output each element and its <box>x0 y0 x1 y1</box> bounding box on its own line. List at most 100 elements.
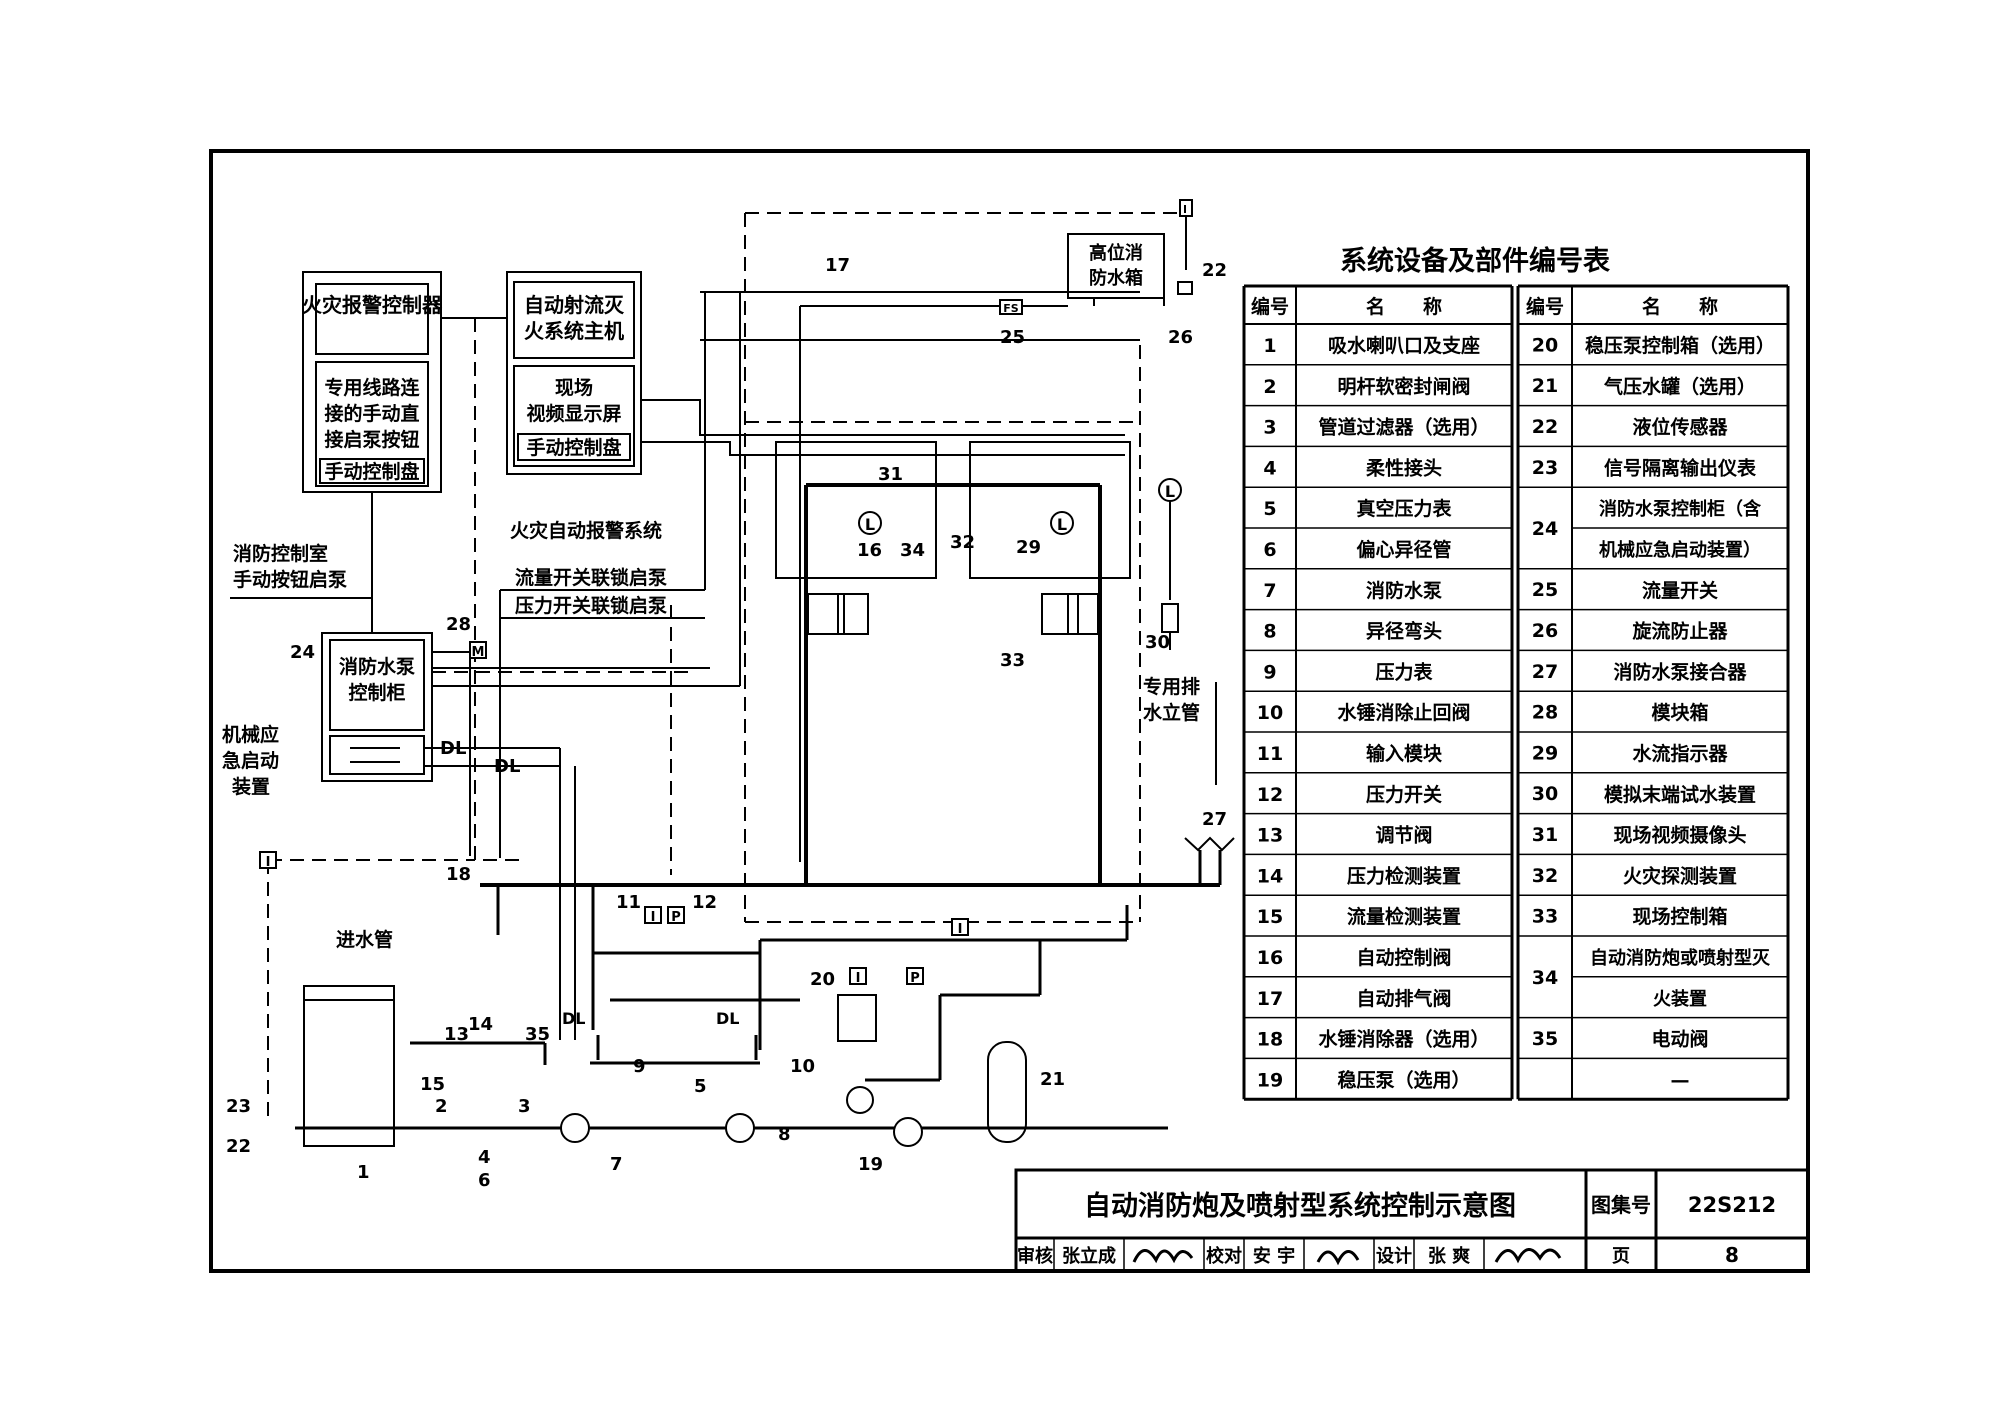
legend-left-no-9: 9 <box>1263 661 1276 683</box>
legend-left-name-18: 水锤消除器（选用） <box>1318 1028 1489 1051</box>
callouts: 1 2 3 4 5 6 7 8 9 10 11 12 13 14 15 16 1… <box>226 255 1227 1191</box>
legend-right-name-27: 消防水泵接合器 <box>1613 660 1747 683</box>
review-label: 审核 <box>1017 1245 1053 1267</box>
callout-30: 30 <box>1145 632 1170 653</box>
manual-button-line1: 专用线路连 <box>324 376 420 399</box>
manual-panel-right: 手动控制盘 <box>526 436 621 459</box>
legend-left-no-15: 15 <box>1257 906 1283 928</box>
legend-right-name-23: 信号隔离输出仪表 <box>1604 456 1757 479</box>
atlas-number: 22S212 <box>1688 1193 1776 1217</box>
legend-right-no-34: 34 <box>1532 967 1558 989</box>
legend-right-no-20: 20 <box>1532 334 1558 356</box>
pressure-switch-start-label: 压力开关联锁启泵 <box>515 594 667 617</box>
checker-signature <box>1316 1250 1360 1266</box>
callout-27: 27 <box>1202 809 1227 830</box>
fire-alarm-controller-label: 火灾报警控制器 <box>302 293 443 317</box>
legend-left-name-10: 水锤消除止回阀 <box>1337 701 1470 724</box>
callout-1: 1 <box>357 1162 370 1183</box>
callout-3: 3 <box>518 1096 531 1117</box>
legend-left-name-19: 稳压泵（选用） <box>1337 1068 1470 1091</box>
flow-switch-start-label: 流量开关联锁启泵 <box>515 566 667 589</box>
legend-left-no-2: 2 <box>1263 376 1276 398</box>
callout-28: 28 <box>446 614 471 635</box>
high-tank-line1: 高位消 <box>1089 242 1143 264</box>
legend-right-no-23: 23 <box>1532 457 1558 479</box>
callout-31: 31 <box>878 464 903 485</box>
pump-cabinet-line2: 控制柜 <box>348 681 405 704</box>
auto-host-line2: 火系统主机 <box>524 319 624 343</box>
callout-14: 14 <box>468 1014 493 1035</box>
legend-left-name-4: 柔性接头 <box>1366 456 1442 479</box>
instrument-tags <box>259 641 969 985</box>
suction-tank <box>303 985 395 1147</box>
legend-header-no-right: 编号 <box>1526 295 1564 318</box>
pump-adapter-symbol <box>1184 836 1235 852</box>
legend-right-no-33: 33 <box>1532 906 1558 928</box>
legend-left-name-8: 异径弯头 <box>1366 620 1442 643</box>
legend-right-name-33: 现场控制箱 <box>1632 905 1727 928</box>
legend-left-no-5: 5 <box>1263 498 1276 520</box>
check-label: 校对 <box>1206 1245 1242 1267</box>
callout-23: 23 <box>226 1096 251 1117</box>
callout-22-top: 22 <box>1202 260 1227 281</box>
control-wiring <box>230 291 1140 1040</box>
legend-left-no-16: 16 <box>1257 947 1283 969</box>
legend-left-no-4: 4 <box>1263 457 1276 479</box>
legend-left-name-7: 消防水泵 <box>1366 579 1442 602</box>
title-block-inner <box>1053 1238 1485 1271</box>
legend-left-name-12: 压力开关 <box>1366 783 1442 806</box>
callout-4: 4 <box>478 1147 491 1168</box>
legend-left-no-8: 8 <box>1263 621 1276 643</box>
callout-11: 11 <box>616 892 641 913</box>
pump-piping <box>295 885 1168 1130</box>
legend-left-no-10: 10 <box>1257 702 1283 724</box>
jockey-pressure-tag-p: P <box>910 971 920 986</box>
drain-riser-line1: 专用排 <box>1143 675 1200 698</box>
legend-left-no-14: 14 <box>1257 865 1283 887</box>
monitor-risers <box>480 483 1220 887</box>
manual-panel-left: 手动控制盘 <box>324 460 419 483</box>
legend-header-no-left: 编号 <box>1251 295 1289 318</box>
fire-auto-alarm-label: 火灾自动报警系统 <box>510 519 662 542</box>
legend-left-no-17: 17 <box>1257 988 1283 1010</box>
legend-right-name-22: 液位传感器 <box>1632 416 1728 439</box>
legend-right-no-27: 27 <box>1532 661 1558 683</box>
legend-right-no-28: 28 <box>1532 702 1558 724</box>
legend-left-name-17: 自动排气阀 <box>1356 987 1451 1010</box>
legend-right-no-31: 31 <box>1532 824 1558 846</box>
designer-name: 张 爽 <box>1428 1246 1470 1267</box>
video-screen-line1: 现场 <box>555 377 593 399</box>
dl-label-4: DL <box>716 1009 739 1028</box>
module-box-tag-m: M <box>472 645 485 660</box>
legend-left-no-7: 7 <box>1263 580 1276 602</box>
legend-left-name-3: 管道过滤器（选用） <box>1318 416 1489 439</box>
legend-right-no-30: 30 <box>1532 783 1558 805</box>
callout-18: 18 <box>446 864 471 885</box>
title-block <box>1014 1168 1810 1273</box>
legend-right-name-34-l2: 火装置 <box>1653 988 1707 1010</box>
legend-left-name-9: 压力表 <box>1375 660 1433 683</box>
callout-12: 12 <box>692 892 717 913</box>
callout-17: 17 <box>825 255 850 276</box>
inlet-pipe-label: 进水管 <box>336 928 393 951</box>
legend-left-name-11: 输入模块 <box>1366 742 1443 765</box>
legend-left-name-13: 调节阀 <box>1375 824 1432 847</box>
legend-left-no-13: 13 <box>1257 825 1283 847</box>
legend-left-name-1: 吸水喇叭口及支座 <box>1328 334 1480 357</box>
legend-left-name-16: 自动控制阀 <box>1356 946 1451 969</box>
water-flow-indicator-l-right: L <box>1057 515 1067 534</box>
legend-right-name-30: 模拟末端试水装置 <box>1604 783 1756 806</box>
water-flow-indicator-l-left: L <box>865 515 875 534</box>
callout-16: 16 <box>857 540 882 561</box>
mech-start-line1: 机械应 <box>222 723 279 746</box>
pipe-input-tag-i: I <box>958 922 963 937</box>
legend-right-name-20: 稳压泵控制箱（选用） <box>1585 334 1775 357</box>
callout-10: 10 <box>790 1056 815 1077</box>
callout-24: 24 <box>290 642 315 663</box>
reviewer-name: 张立成 <box>1062 1245 1116 1267</box>
pump-cabinet-line1: 消防水泵 <box>339 655 415 678</box>
video-screen-line2: 视频显示屏 <box>526 402 621 425</box>
jockey-input-tag-i: I <box>856 971 861 986</box>
legend-left-no-1: 1 <box>1263 335 1276 357</box>
